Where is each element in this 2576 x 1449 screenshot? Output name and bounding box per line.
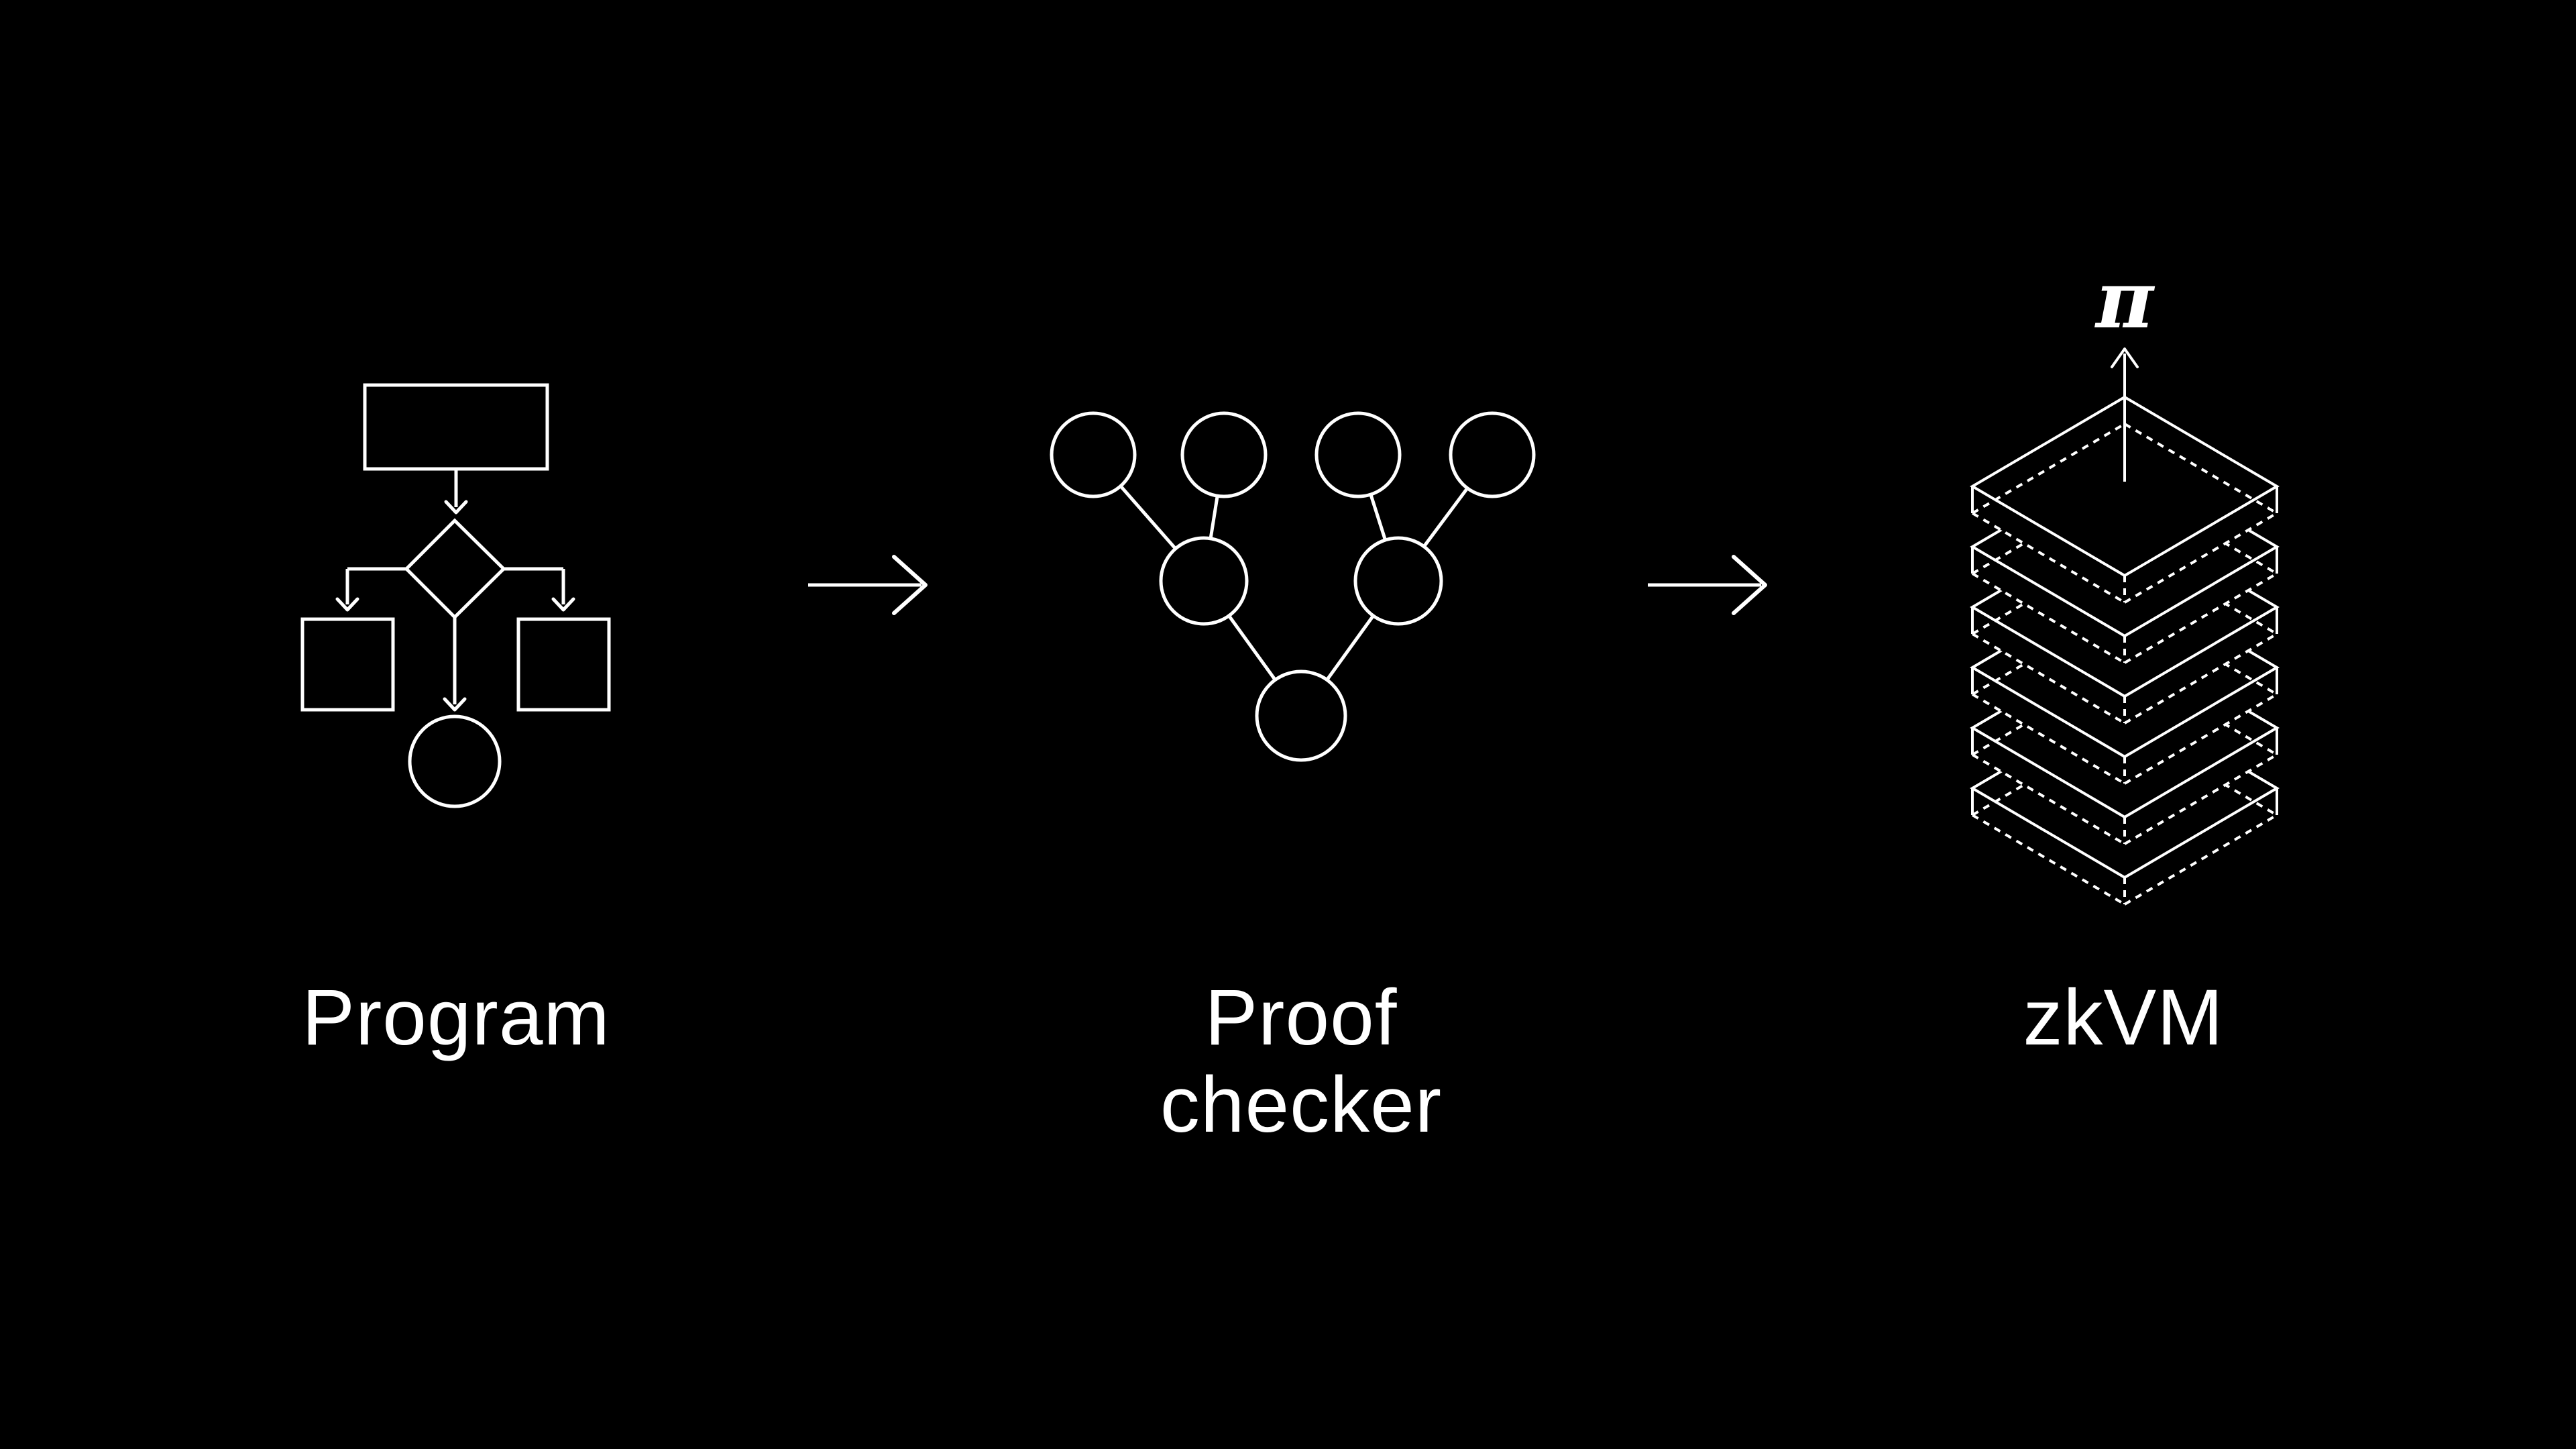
stage-arrow-right-icon-2	[1648, 555, 1767, 615]
proof-output-arrow-icon	[2111, 347, 2139, 482]
stack-hidden-edge	[1971, 693, 2126, 785]
label-program: Program	[302, 973, 610, 1062]
flowchart-arrowhead-down-icon	[444, 500, 468, 515]
tree-leaf-node-1	[1050, 411, 1137, 498]
stack-hidden-edge	[1971, 814, 2126, 906]
stage-arrow-1-head-icon	[892, 555, 928, 615]
flowchart-start-rectangle	[363, 383, 549, 471]
tree-internal-node-1	[1159, 536, 1249, 626]
label-zkvm: zkVM	[2023, 973, 2224, 1062]
stack-hidden-edge	[2123, 633, 2278, 724]
stack-hidden-edge	[1971, 664, 2126, 756]
stack-hidden-edge	[1971, 423, 2126, 515]
stack-hidden-edge	[1971, 724, 2126, 816]
stack-hidden-edge	[2123, 423, 2278, 515]
proof-arrowhead-up-icon	[2111, 347, 2139, 368]
tree-leaf-node-4	[1449, 411, 1536, 498]
stack-hidden-edge	[2123, 814, 2278, 906]
flowchart-arrowhead-center-icon	[443, 697, 467, 712]
stack-hidden-edge	[1971, 604, 2126, 696]
flowchart-decision-diamond	[404, 518, 506, 620]
tree-leaf-node-3	[1314, 411, 1402, 498]
flowchart-end-circle	[408, 714, 502, 808]
tree-leaf-node-2	[1180, 411, 1268, 498]
tree-root-node	[1255, 669, 1347, 762]
zkvm-stack-icon	[1970, 395, 2280, 906]
stack-hidden-edge	[2123, 572, 2278, 664]
proof-checker-tree-icon	[1050, 411, 1536, 762]
stack-hidden-edge	[1971, 572, 2126, 664]
stack-hidden-edge	[1971, 753, 2126, 845]
stack-top-face-1	[1970, 395, 2280, 578]
label-proof-checker-line-2: checker	[1160, 1061, 1443, 1149]
stack-hidden-edge	[1971, 633, 2126, 724]
stack-hidden-edge	[2123, 693, 2278, 785]
stack-hidden-edge	[1971, 543, 2126, 635]
flowchart-arrowhead-left-branch-icon	[335, 597, 359, 612]
label-proof-checker: Proof checker	[1160, 974, 1442, 1148]
stack-hidden-edge	[2123, 753, 2278, 845]
stack-hidden-edge	[1971, 512, 2126, 604]
stack-hidden-edge	[1971, 483, 2126, 575]
stage-arrow-right-icon-1	[808, 555, 928, 615]
flowchart-arrowhead-right-branch-icon	[551, 597, 575, 612]
stack-hidden-edge	[2123, 512, 2278, 604]
label-proof-checker-line-1: Proof	[1205, 973, 1398, 1062]
flowchart-left-square	[300, 617, 395, 712]
tree-internal-node-2	[1353, 536, 1443, 626]
program-flowchart-icon	[300, 383, 611, 808]
flowchart-right-square	[516, 617, 611, 712]
pi-proof-symbol: π	[2095, 253, 2154, 346]
stack-layer-fill-1	[1972, 397, 2277, 602]
stage-arrow-2-head-icon	[1732, 555, 1767, 615]
